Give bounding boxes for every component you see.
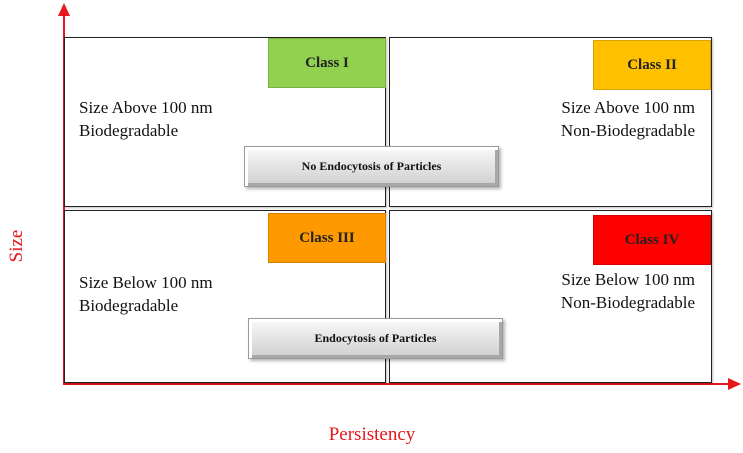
class-i-size-text: Size Above 100 nm [79,98,213,117]
quadrant-class-iii: Class III Size Below 100 nm Biodegradabl… [64,210,386,383]
class-iv-label-box: Class IV [593,215,711,265]
class-i-degradability-text: Biodegradable [79,121,179,140]
class-iii-label-box: Class III [268,213,386,263]
y-axis-arrowhead [58,3,70,16]
y-axis-label: Size [6,229,27,263]
class-i-description: Size Above 100 nm Biodegradable [79,96,213,142]
class-ii-degradability-text: Non-Biodegradable [560,121,695,140]
class-iii-degradability-text: Biodegradable [79,296,179,315]
class-iv-size-text: Size Below 100 nm [561,270,695,289]
quadrant-class-i: Class I Size Above 100 nm Biodegradable [64,37,386,207]
class-ii-description: Size Above 100 nm Non-Biodegradable [561,96,695,142]
class-ii-size-text: Size Above 100 nm [561,98,695,117]
class-iv-description: Size Below 100 nm Non-Biodegradable [561,268,695,314]
endocytosis-band: Endocytosis of Particles [248,318,503,359]
x-axis [63,378,741,390]
class-iii-description: Size Below 100 nm Biodegradable [79,271,213,317]
class-ii-label-box: Class II [593,40,711,90]
x-axis-label: Persistency [328,424,416,445]
no-endocytosis-band: No Endocytosis of Particles [244,146,499,187]
x-axis-arrowhead [728,378,741,390]
class-iv-degradability-text: Non-Biodegradable [560,293,695,312]
class-iii-size-text: Size Below 100 nm [79,273,213,292]
class-i-label-box: Class I [268,38,386,88]
quadrant-class-ii: Class II Size Above 100 nm Non-Biodegrad… [389,37,712,207]
